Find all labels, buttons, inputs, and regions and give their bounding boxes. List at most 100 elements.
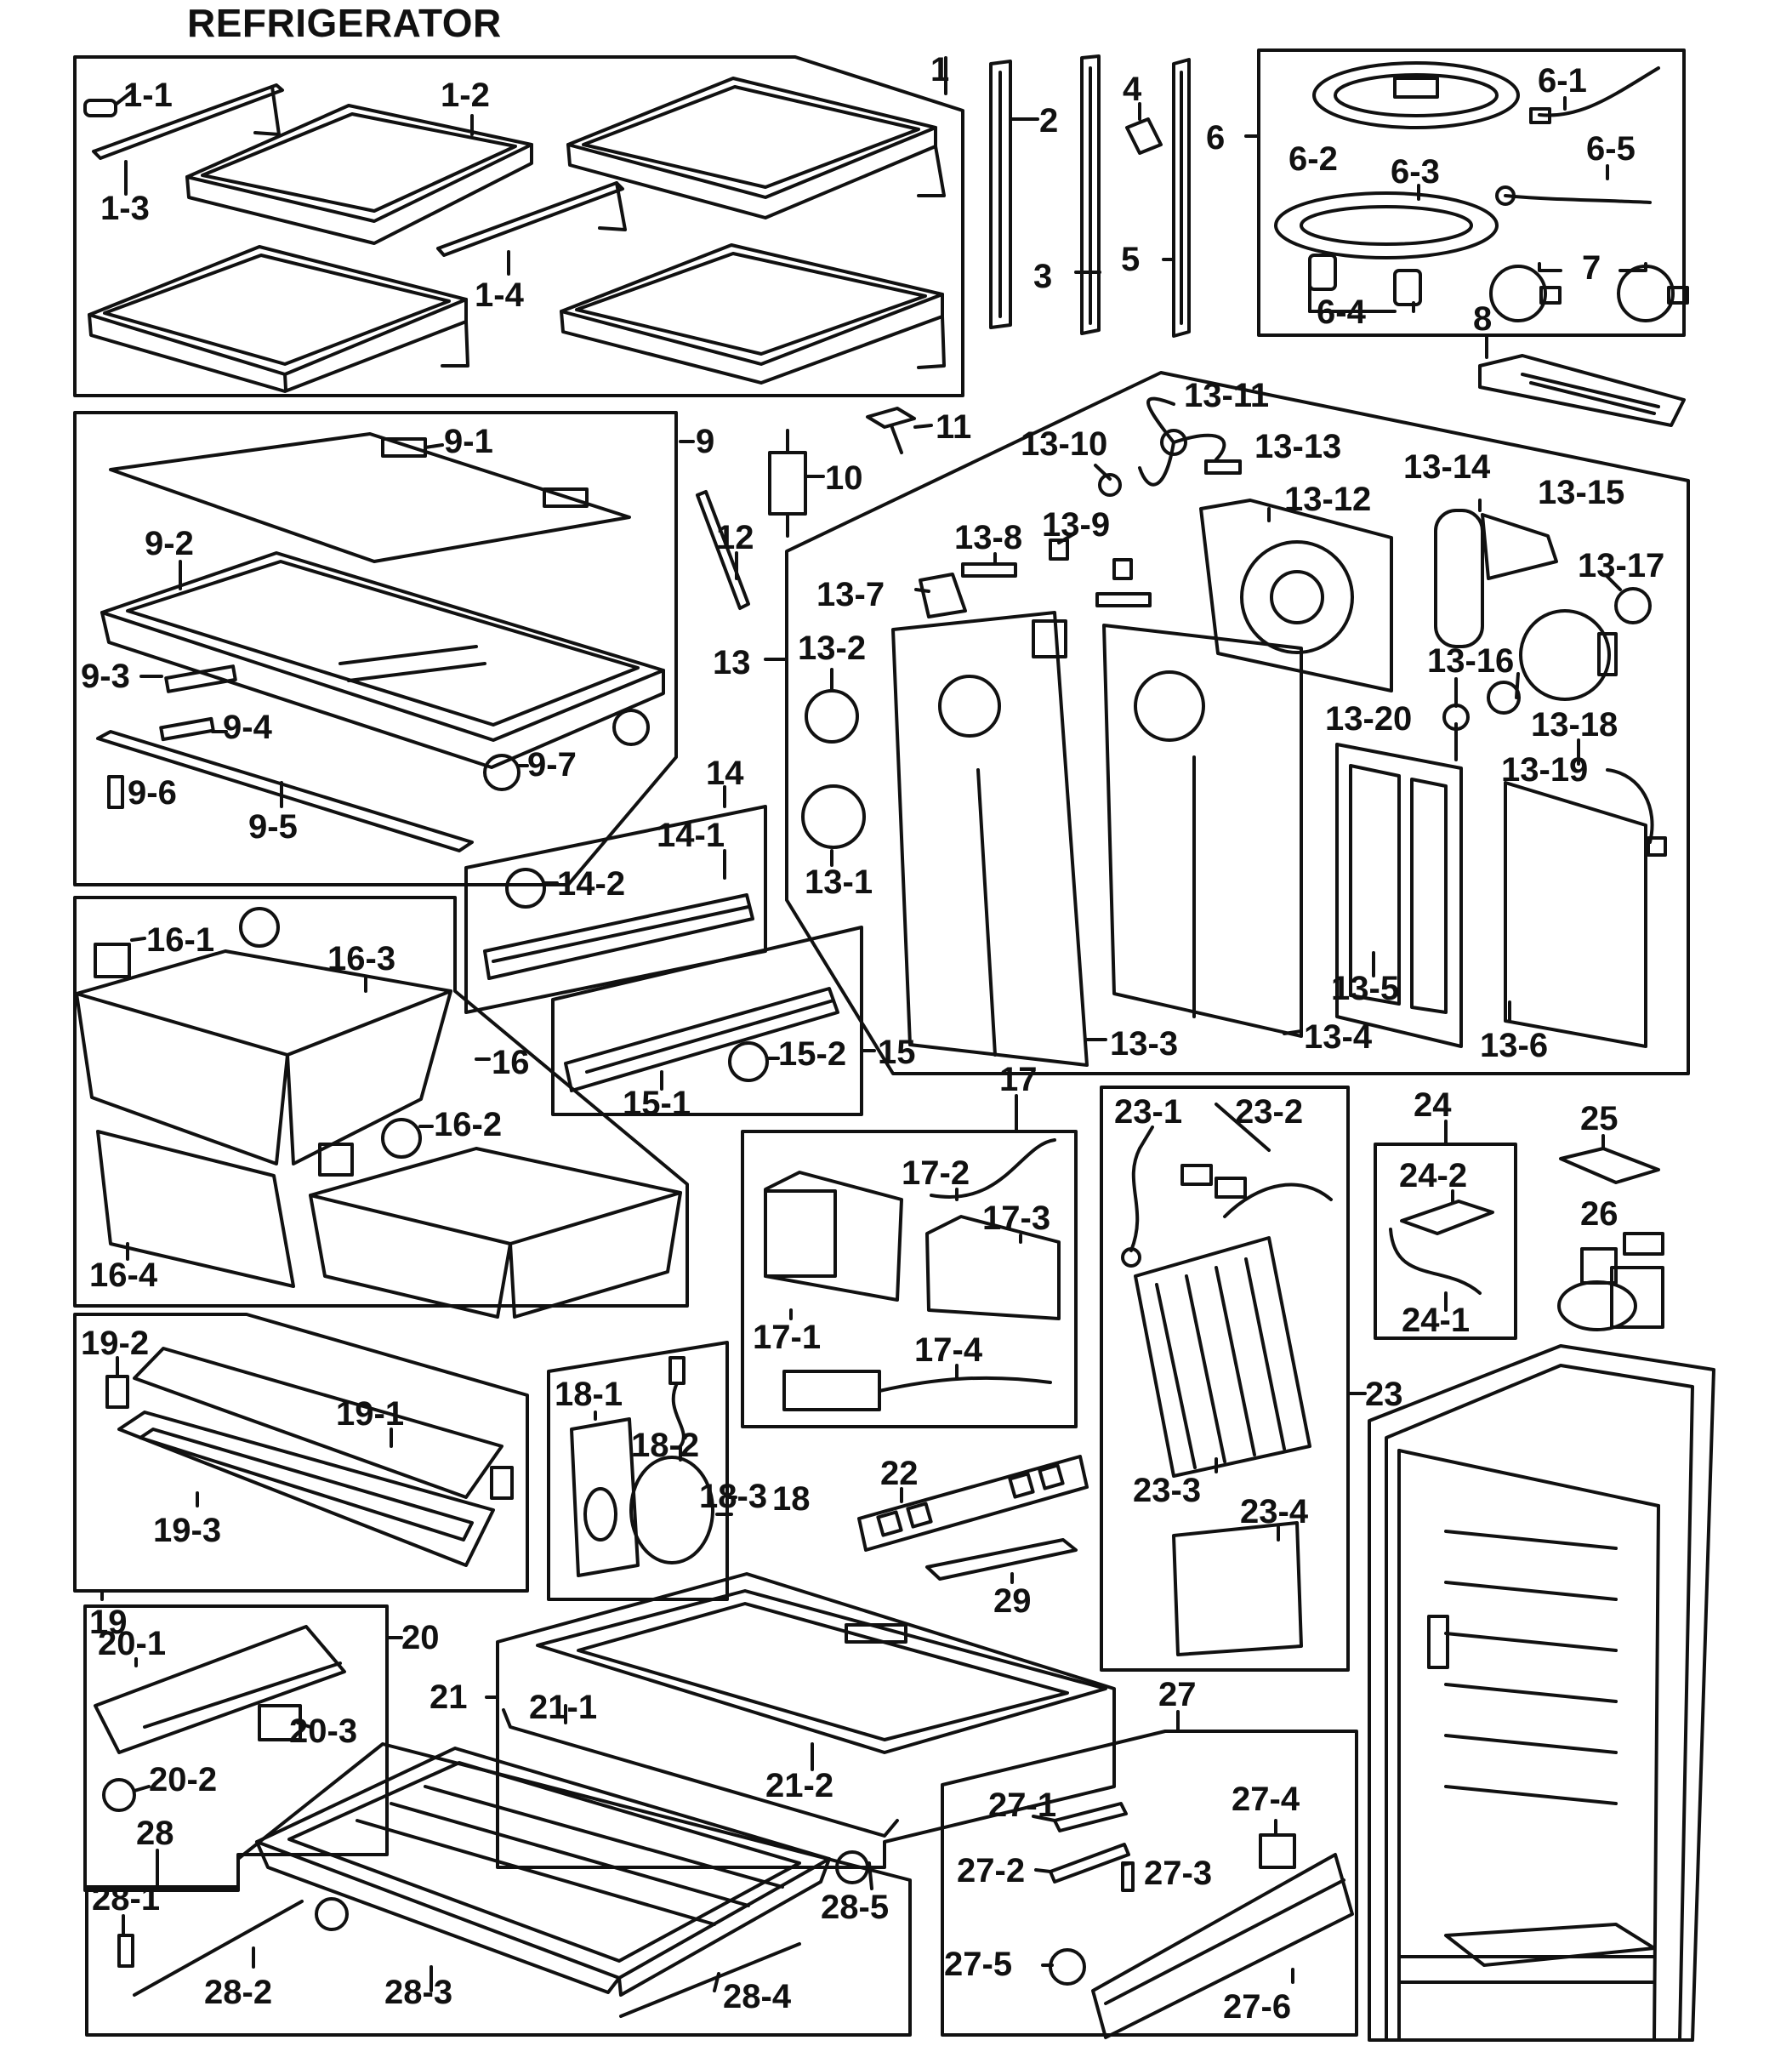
wire-6-1 (1538, 66, 1660, 117)
label-1-2: 1-2 (441, 77, 490, 114)
group-16-frame (73, 896, 689, 1308)
cover-27-6 (1091, 1853, 1354, 2039)
label-16-4: 16-4 (89, 1257, 158, 1294)
strip-13-8 (961, 562, 1017, 578)
label-20-1: 20-1 (98, 1625, 166, 1662)
label-23-4: 23-4 (1240, 1493, 1309, 1530)
fan-blade-13-11 (1138, 396, 1226, 487)
fan-shroud-13-12 (1199, 499, 1393, 692)
gasket-13-2 (805, 689, 859, 744)
screw-27-3 (1121, 1861, 1135, 1892)
label-9-6: 9-6 (128, 774, 177, 812)
label-13-6: 13-6 (1480, 1027, 1548, 1064)
label-13-4: 13-4 (1304, 1018, 1373, 1056)
clip-16-2a (318, 1143, 354, 1177)
cap-13-1 (801, 784, 866, 849)
label-6-4: 6-4 (1317, 294, 1367, 331)
clip-23a (1180, 1164, 1213, 1186)
label-27: 27 (1158, 1676, 1197, 1713)
group-18-frame (547, 1341, 729, 1601)
label-13-5: 13-5 (1331, 970, 1399, 1007)
cover-19-1 (133, 1347, 503, 1499)
label-7: 7 (1582, 249, 1601, 287)
front-rail-9-5 (96, 730, 474, 852)
bracket-11 (866, 407, 916, 454)
label-27-5: 27-5 (944, 1946, 1012, 1983)
label-13-9: 13-9 (1042, 506, 1110, 544)
clip-9-1b (543, 487, 589, 508)
wire-23-x (1223, 1183, 1333, 1218)
label-13-10: 13-10 (1021, 425, 1107, 463)
label-14-1: 14-1 (657, 817, 725, 854)
gasket-18-3 (629, 1456, 714, 1564)
grommet-13-17 (1614, 587, 1652, 624)
label-17-2: 17-2 (902, 1154, 970, 1192)
panel-13-6 (1504, 781, 1647, 1048)
screw-13-13 (1204, 459, 1242, 475)
label-28-2: 28-2 (204, 1974, 272, 2011)
coil-13-10 (1098, 473, 1122, 497)
fan-motor-13-18 (1519, 609, 1618, 701)
label-18-1: 18-1 (555, 1376, 623, 1413)
glass-panel-9 (109, 432, 631, 563)
bin-28-3 (255, 1747, 831, 1997)
rail-14-1 (483, 893, 754, 980)
label-27-2: 27-2 (957, 1852, 1025, 1889)
roller-9-7a (483, 754, 521, 791)
label-13-13: 13-13 (1254, 428, 1341, 465)
cover-panel-13-3 (891, 611, 1089, 1067)
drawer-16-2 (309, 1147, 682, 1319)
label-16: 16 (492, 1044, 530, 1081)
label-13-14: 13-14 (1403, 448, 1491, 486)
label-20-2: 20-2 (149, 1761, 217, 1798)
shelf-1-2 (185, 104, 533, 245)
roller-9-7b (612, 709, 650, 746)
label-28-5: 28-5 (821, 1889, 889, 1926)
group-21-frame (496, 1572, 1116, 1869)
label-13: 13 (713, 644, 751, 681)
lamp-cover-8 (1478, 354, 1686, 427)
rail-28-4 (619, 1942, 801, 2018)
label-5: 5 (1121, 241, 1140, 278)
label-13-20: 13-20 (1325, 700, 1412, 738)
label-25: 25 (1580, 1100, 1618, 1137)
label-23-1: 23-1 (1114, 1093, 1182, 1131)
shelf-bottom-right (560, 243, 946, 385)
rail-part-3 (1080, 54, 1101, 335)
label-9-7: 9-7 (527, 746, 577, 784)
label-23-3: 23-3 (1133, 1472, 1201, 1509)
label-13-19: 13-19 (1501, 751, 1588, 789)
switch-18-2 (668, 1356, 686, 1448)
strip-13-9c (1095, 592, 1152, 607)
label-9-3: 9-3 (81, 658, 130, 695)
shelf-rail-1-4 (436, 181, 627, 257)
label-19-3: 19-3 (153, 1512, 221, 1549)
label-13-16: 13-16 (1427, 642, 1514, 680)
label-16-3: 16-3 (327, 940, 395, 977)
label-17-4: 17-4 (914, 1331, 983, 1369)
label-13-2: 13-2 (798, 630, 866, 667)
rail-28-2 (133, 1900, 304, 1997)
label-6: 6 (1206, 119, 1225, 157)
label-13-18: 13-18 (1531, 706, 1618, 744)
label-1-3: 1-3 (100, 190, 150, 227)
label-28-3: 28-3 (384, 1974, 452, 2011)
label-27-4: 27-4 (1232, 1781, 1300, 1818)
wire-24-1 (1389, 1228, 1482, 1295)
label-9-4: 9-4 (223, 709, 273, 746)
label-15-2: 15-2 (778, 1035, 846, 1073)
group-13-frame (785, 371, 1690, 1075)
cover-23-4 (1172, 1521, 1303, 1656)
screw-1-1 (83, 99, 117, 117)
label-21: 21 (430, 1678, 468, 1716)
group-27-frame (941, 1730, 1358, 2037)
wire-23-1 (1129, 1147, 1141, 1252)
damper-26 (1557, 1232, 1664, 1331)
rail-part-2 (989, 60, 1012, 329)
label-14: 14 (706, 755, 744, 792)
label-19-2: 19-2 (81, 1325, 149, 1362)
clip-16-1 (94, 943, 131, 978)
label-1-4: 1-4 (475, 276, 525, 314)
heater-13-5 (1335, 743, 1463, 1048)
label-1: 1 (930, 51, 949, 88)
